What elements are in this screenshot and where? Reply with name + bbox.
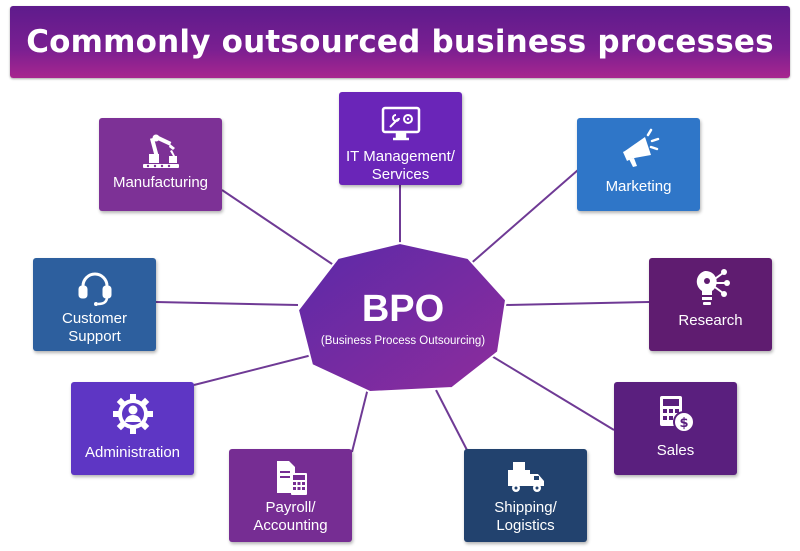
node-it-management: IT Management/Services: [339, 92, 462, 185]
hub-center: BPO (Business Process Outsourcing): [298, 243, 508, 393]
connector-research: [505, 301, 650, 306]
hub-sublabel: (Business Process Outsourcing): [320, 335, 486, 347]
node-label: Shipping/Logistics: [494, 499, 557, 535]
node-label: Payroll/Accounting: [253, 499, 327, 535]
connector-sales: [489, 354, 615, 431]
node-label: Sales: [656, 442, 695, 459]
truck-icon: [504, 457, 548, 497]
robot-arm-icon: [139, 130, 183, 170]
connector-administration: [193, 354, 313, 386]
megaphone-icon: [617, 126, 661, 174]
page-title: Commonly outsourced business processes: [26, 24, 774, 60]
node-research: Research: [649, 258, 772, 351]
node-manufacturing: Manufacturing: [99, 118, 222, 211]
node-label: Marketing: [605, 178, 672, 195]
node-sales: $ Sales: [614, 382, 737, 475]
svg-text:$: $: [679, 416, 688, 431]
monitor-tools-icon: [379, 104, 423, 144]
lightbulb-icon: [689, 268, 733, 308]
node-label: Administration: [84, 444, 181, 461]
node-payroll-accounting: Payroll/Accounting: [229, 449, 352, 542]
connector-shipping: [435, 389, 469, 453]
node-marketing: Marketing: [577, 118, 700, 211]
node-label-text: IT Management/Services: [346, 148, 455, 183]
calculator-icon: [271, 457, 311, 497]
headset-icon: [75, 268, 115, 308]
node-shipping-logistics: Shipping/Logistics: [464, 449, 587, 542]
hub-label: BPO: [361, 288, 445, 330]
title-banner: Commonly outsourced business processes: [10, 6, 790, 78]
node-label: Research: [678, 312, 743, 329]
connector-manufacturing: [221, 189, 339, 269]
hub-octagon: [296, 241, 508, 394]
person-gear-icon: [111, 392, 155, 436]
sales-calculator-icon: $: [654, 392, 698, 436]
node-label-text: Payroll/Accounting: [253, 499, 328, 534]
node-label: IT Management/Services: [346, 148, 455, 184]
connector-payroll: [351, 387, 369, 453]
node-administration: Administration: [71, 382, 194, 475]
connector-marketing: [467, 169, 579, 267]
node-label-text: Shipping/Logistics: [494, 499, 557, 534]
connector-customer-support: [155, 301, 299, 306]
node-label: Manufacturing: [112, 174, 209, 191]
